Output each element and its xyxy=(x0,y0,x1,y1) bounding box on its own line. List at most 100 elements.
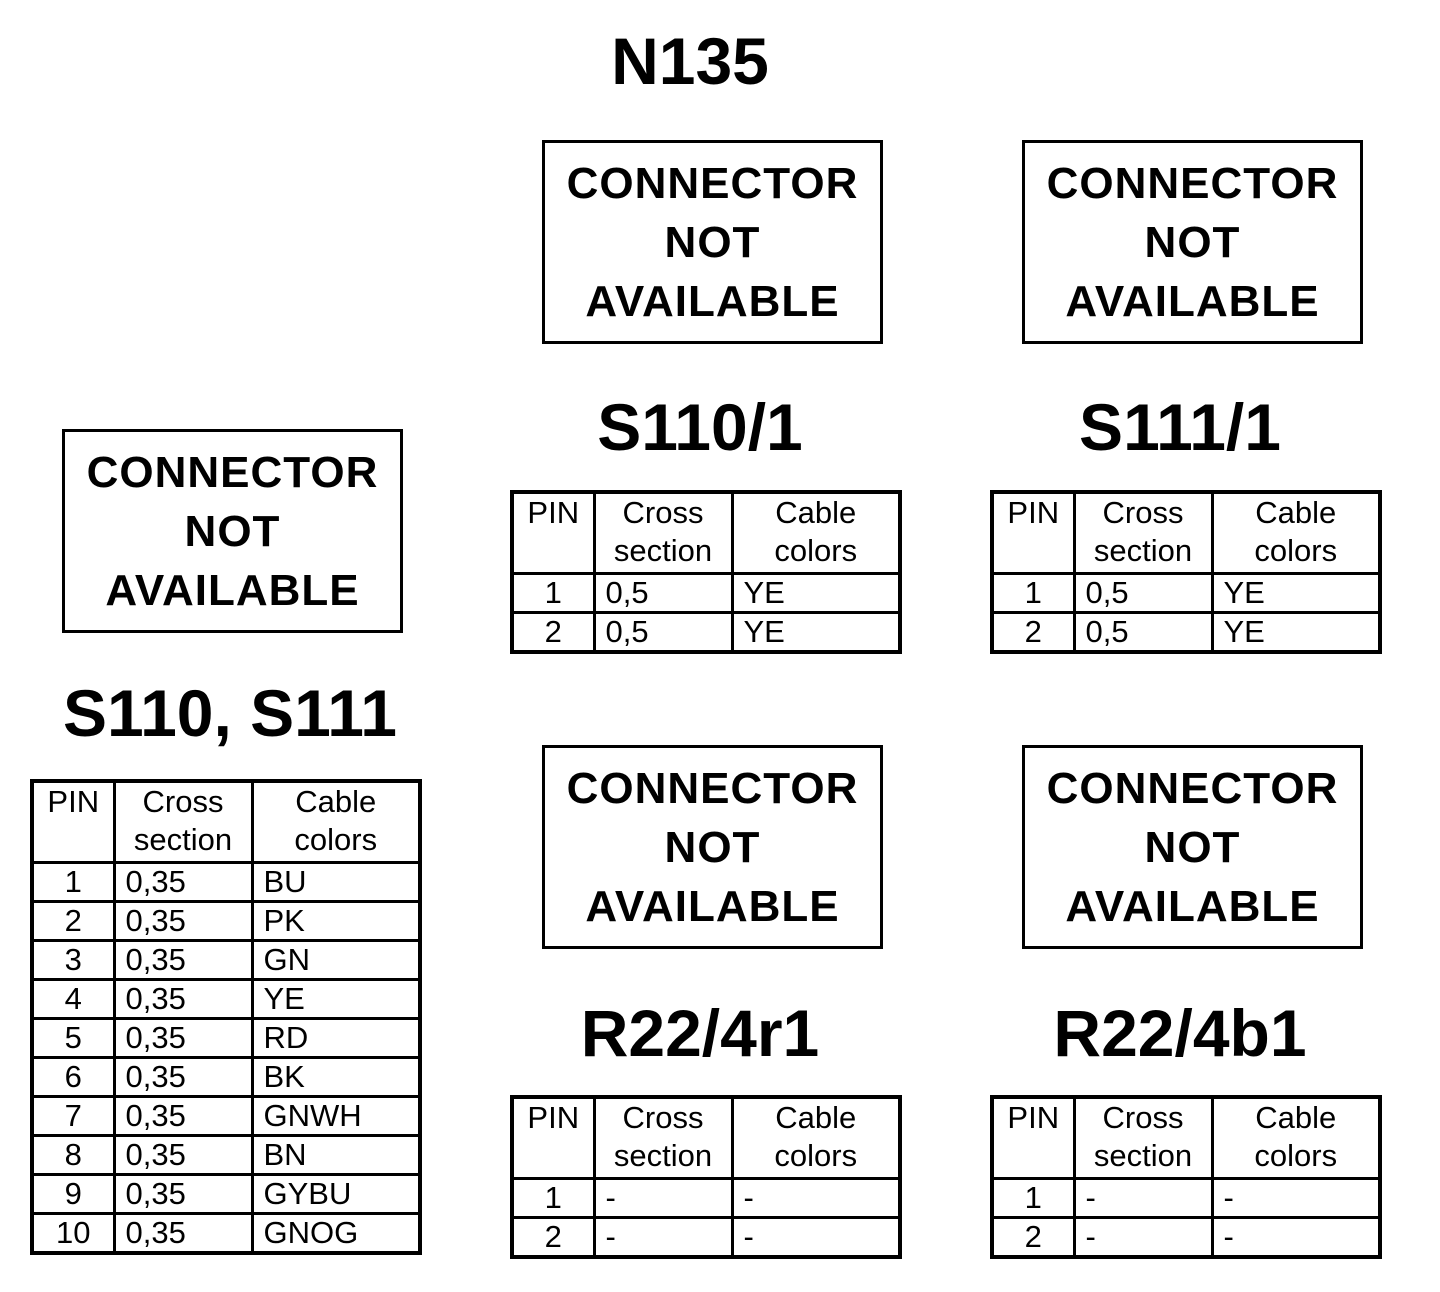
table-row: 1-- xyxy=(990,1177,1382,1219)
cable-color-cell: - xyxy=(730,1216,902,1259)
table-row: 2-- xyxy=(510,1216,902,1259)
cross-section-cell: - xyxy=(592,1216,734,1259)
cross-section-cell: 0,5 xyxy=(592,572,734,614)
na-line-2: NOT xyxy=(664,217,761,267)
cross-section-cell: 0,5 xyxy=(592,611,734,654)
cross-section-cell: - xyxy=(592,1177,734,1219)
na-line-3: AVAILABLE xyxy=(585,881,840,931)
pin-cell: 2 xyxy=(510,1216,596,1259)
cable-color-cell: - xyxy=(1210,1216,1382,1259)
header-pin: PIN xyxy=(510,1095,596,1180)
page-title: N135 xyxy=(611,24,769,98)
pin-cell: 5 xyxy=(30,1017,116,1059)
cable-color-cell: RD xyxy=(250,1017,422,1059)
pin-cell: 9 xyxy=(30,1173,116,1215)
na-line-2: NOT xyxy=(1144,822,1241,872)
connector-title-s110-s111: S110, S111 xyxy=(62,676,398,750)
cross-section-cell: 0,35 xyxy=(112,1095,254,1137)
na-line-2: NOT xyxy=(184,506,281,556)
pin-cell: 8 xyxy=(30,1134,116,1176)
cross-section-cell: 0,5 xyxy=(1072,611,1214,654)
pin-cell: 1 xyxy=(510,1177,596,1219)
header-pin: PIN xyxy=(510,490,596,575)
na-line-1: CONNECTOR xyxy=(566,158,859,208)
cross-section-cell: 0,35 xyxy=(112,1056,254,1098)
na-line-1: CONNECTOR xyxy=(86,447,379,497)
cross-section-cell: 0,35 xyxy=(112,1134,254,1176)
table-row: 2-- xyxy=(990,1216,1382,1259)
pin-cell: 7 xyxy=(30,1095,116,1137)
cross-section-cell: 0,35 xyxy=(112,1017,254,1059)
cable-color-cell: YE xyxy=(250,978,422,1020)
connector-title-s110-1: S110/1 xyxy=(597,390,803,464)
pin-cell: 10 xyxy=(30,1212,116,1255)
connector-title-r22-4r1: R22/4r1 xyxy=(580,996,820,1070)
cross-section-cell: 0,35 xyxy=(112,1212,254,1255)
na-line-3: AVAILABLE xyxy=(1065,881,1320,931)
na-line-1: CONNECTOR xyxy=(1046,158,1339,208)
cable-color-cell: BU xyxy=(250,861,422,903)
header-pin: PIN xyxy=(990,490,1076,575)
pin-cell: 3 xyxy=(30,939,116,981)
cross-section-cell: - xyxy=(1072,1216,1214,1259)
pin-cell: 2 xyxy=(510,611,596,654)
cable-color-cell: GNOG xyxy=(250,1212,422,1255)
cable-color-cell: - xyxy=(730,1177,902,1219)
pin-cell: 2 xyxy=(990,1216,1076,1259)
pin-cell: 2 xyxy=(30,900,116,942)
cross-section-cell: 0,35 xyxy=(112,900,254,942)
cross-section-cell: 0,35 xyxy=(112,861,254,903)
connector-not-available-box-r22-4b1: CONNECTOR NOT AVAILABLE xyxy=(1022,745,1363,949)
cable-color-cell: PK xyxy=(250,900,422,942)
pin-cell: 4 xyxy=(30,978,116,1020)
pin-cell: 1 xyxy=(990,572,1076,614)
cable-color-cell: YE xyxy=(1210,611,1382,654)
pin-cell: 1 xyxy=(990,1177,1076,1219)
cable-color-cell: BK xyxy=(250,1056,422,1098)
connector-title-r22-4b1: R22/4b1 xyxy=(1053,996,1307,1070)
na-line-3: AVAILABLE xyxy=(585,276,840,326)
cable-color-cell: YE xyxy=(730,611,902,654)
pin-cell: 1 xyxy=(510,572,596,614)
header-pin: PIN xyxy=(30,779,116,864)
cross-section-cell: - xyxy=(1072,1177,1214,1219)
cable-color-cell: GNWH xyxy=(250,1095,422,1137)
connector-not-available-box-s111-1: CONNECTOR NOT AVAILABLE xyxy=(1022,140,1363,344)
pin-cell: 2 xyxy=(990,611,1076,654)
cable-color-cell: - xyxy=(1210,1177,1382,1219)
na-line-3: AVAILABLE xyxy=(105,565,360,615)
cross-section-cell: 0,35 xyxy=(112,1173,254,1215)
na-line-1: CONNECTOR xyxy=(566,763,859,813)
na-line-3: AVAILABLE xyxy=(1065,276,1320,326)
cable-color-cell: YE xyxy=(1210,572,1382,614)
cross-section-cell: 0,35 xyxy=(112,978,254,1020)
na-line-1: CONNECTOR xyxy=(1046,763,1339,813)
cross-section-cell: 0,5 xyxy=(1072,572,1214,614)
na-line-2: NOT xyxy=(1144,217,1241,267)
